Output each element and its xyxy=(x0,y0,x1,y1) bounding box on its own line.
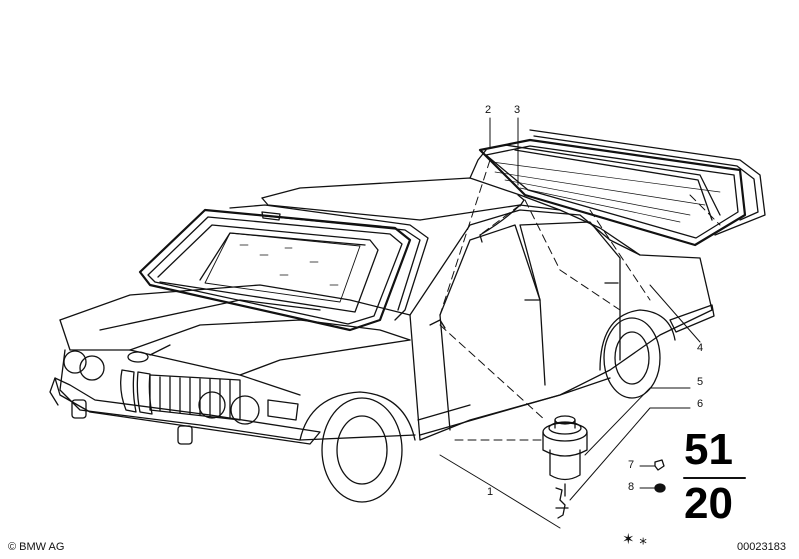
callout-6: 6 xyxy=(697,398,704,410)
callout-5: 5 xyxy=(697,376,704,388)
callout-7: 7 xyxy=(628,459,635,471)
callout-8: 8 xyxy=(628,481,635,493)
windshield-assembly xyxy=(138,204,429,332)
washer-pump-part xyxy=(542,415,588,501)
callout-1: 1 xyxy=(487,486,494,498)
copyright-text: © BMW AG xyxy=(8,541,65,553)
rear-window-assembly xyxy=(478,129,766,247)
callout-3: 3 xyxy=(514,104,521,116)
nozzle-part xyxy=(555,499,569,519)
group-sub-number: 20 xyxy=(684,479,733,528)
group-main-number: 51 xyxy=(684,425,733,474)
car-body-outline xyxy=(49,149,715,503)
callout-4: 4 xyxy=(697,342,704,354)
callout-2: 2 xyxy=(485,104,492,116)
group-sub-number-clip: 20 xyxy=(682,482,752,526)
grommet-part xyxy=(654,483,666,493)
assembly-dashed-lines xyxy=(439,159,721,441)
clip-part xyxy=(654,459,665,471)
leader-lines xyxy=(439,117,701,529)
star-symbol-icon: ✶ ⁎ xyxy=(622,530,647,548)
image-number: 00023183 xyxy=(737,541,786,553)
